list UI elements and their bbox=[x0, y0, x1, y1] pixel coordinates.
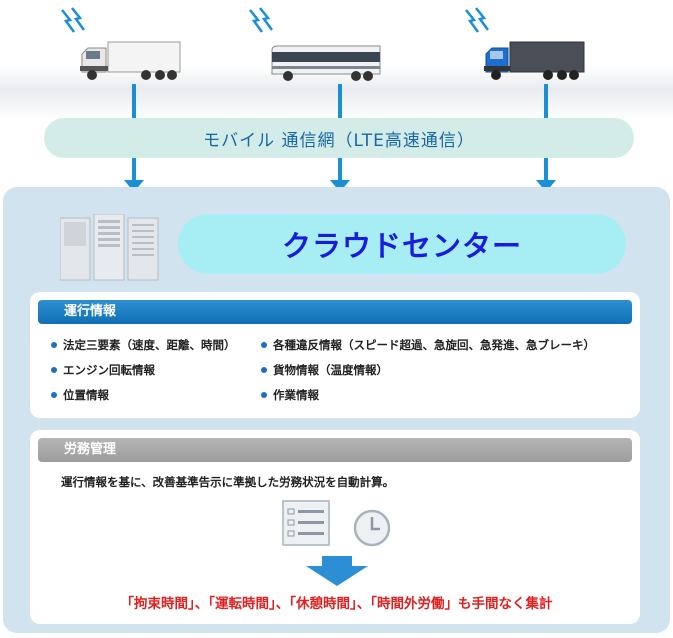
cloud-center-pill: クラウドセンター bbox=[178, 214, 626, 274]
labor-description: 運行情報を基に、改善基準告示に準拠した労務状況を自動計算。 bbox=[61, 475, 395, 489]
blue-truck bbox=[484, 40, 586, 82]
uplink-line bbox=[132, 84, 136, 118]
labor-summary: 「拘束時間」、「運転時間」、「休憩時間」、「時間外労働」も手間なく集計 bbox=[120, 596, 553, 612]
downlink-line bbox=[544, 158, 548, 180]
labor-management-header: 労務管理 bbox=[38, 438, 632, 462]
operation-info-card: 運行情報 法定三要素（速度、距離、時間） エンジン回転情報 位置情報 各種違反情… bbox=[30, 292, 640, 418]
signal-icon bbox=[249, 7, 274, 33]
operation-right-list: 各種違反情報（スピード超過、急旋回、急発進、急ブレーキ） 貨物情報（温度情報） … bbox=[260, 336, 595, 411]
operation-left-list: 法定三要素（速度、距離、時間） エンジン回転情報 位置情報 bbox=[50, 336, 236, 411]
uplink-line bbox=[338, 84, 342, 118]
clock-icon bbox=[353, 509, 391, 547]
labor-management-title: 労務管理 bbox=[64, 442, 117, 457]
document-list-icon bbox=[282, 500, 330, 546]
truck-icon bbox=[80, 41, 181, 80]
arrow-down-icon bbox=[306, 556, 368, 586]
server-rack-icon bbox=[60, 214, 159, 281]
list-item: 法定三要素（速度、距離、時間） bbox=[50, 336, 236, 361]
list-item: エンジン回転情報 bbox=[50, 361, 236, 386]
list-item: 作業情報 bbox=[260, 386, 595, 411]
white-truck bbox=[80, 40, 182, 82]
network-label: モバイル 通信網（LTE高速通信） bbox=[203, 130, 475, 151]
operation-info-title: 運行情報 bbox=[64, 304, 117, 319]
mobile-network-band: モバイル 通信網（LTE高速通信） bbox=[44, 118, 634, 158]
cloud-title: クラウドセンター bbox=[281, 229, 522, 263]
bus-icon bbox=[271, 45, 381, 81]
operation-info-header: 運行情報 bbox=[38, 300, 632, 324]
list-item: 位置情報 bbox=[50, 386, 236, 411]
uplink-line bbox=[544, 84, 548, 118]
downlink-line bbox=[338, 158, 342, 180]
bus bbox=[268, 44, 384, 82]
list-item: 各種違反情報（スピード超過、急旋回、急発進、急ブレーキ） bbox=[260, 336, 595, 361]
labor-management-card: 労務管理 bbox=[30, 430, 640, 624]
list-item: 貨物情報（温度情報） bbox=[260, 361, 595, 386]
signal-icon bbox=[465, 7, 490, 33]
truck-icon bbox=[484, 41, 585, 80]
signal-icon bbox=[61, 7, 86, 33]
downlink-line bbox=[132, 158, 136, 180]
